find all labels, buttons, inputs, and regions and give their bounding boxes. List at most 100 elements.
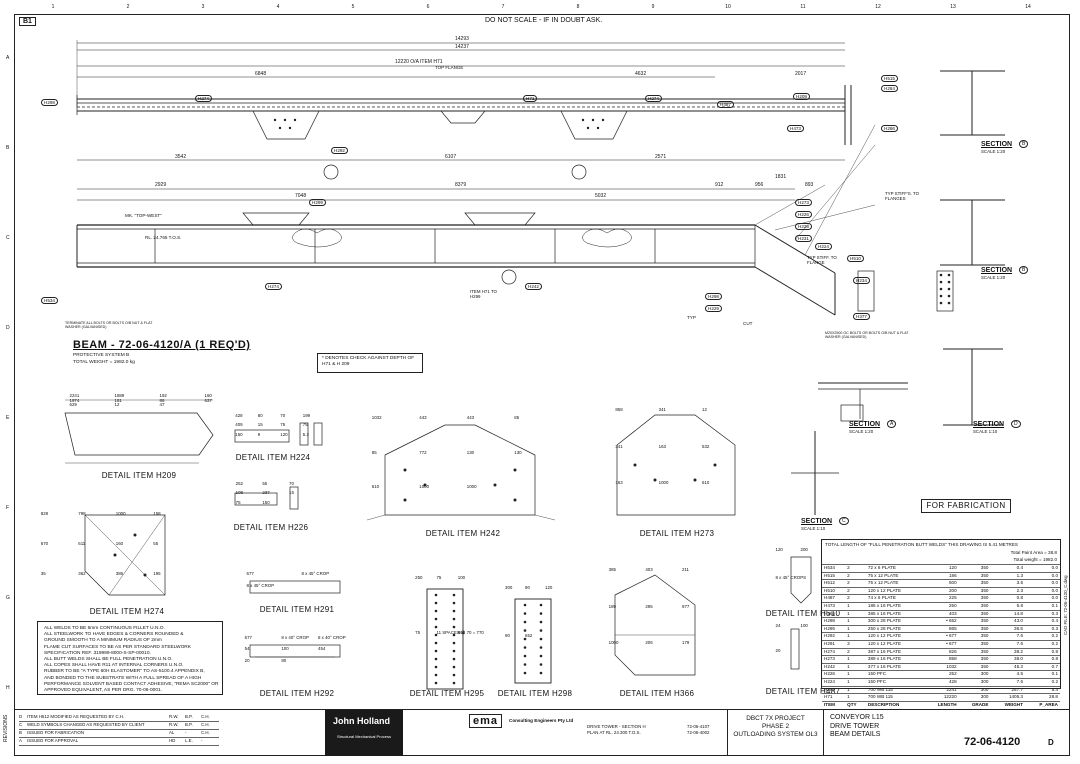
drawing-linework	[64, 40, 1005, 690]
material-cell: 0.2	[1025, 632, 1060, 641]
project-line: OUTLOADING SYSTEM OL3	[733, 731, 818, 738]
material-cell: 5.8	[990, 601, 1025, 611]
dimension-label: 637	[204, 397, 212, 403]
bolt-hole	[523, 603, 527, 607]
dimension-label: 75	[302, 422, 308, 428]
bolt-hole	[939, 280, 943, 284]
material-cell: 186 x 16 PLATE	[865, 601, 924, 611]
material-cell: H366	[822, 609, 846, 618]
bolt-hole	[523, 620, 527, 624]
cut-label: CUT	[743, 321, 753, 326]
revision-cell: B.P.	[185, 722, 193, 727]
material-cell: 300	[958, 685, 991, 694]
section-c-marker: C	[839, 517, 849, 525]
bolt-hole	[523, 612, 527, 615]
bolt-hole	[452, 649, 456, 653]
revision-cell: WELD SYMBOLS CHANGED AS REQUESTED BY CLI…	[27, 722, 145, 727]
material-cell: 1032	[923, 662, 959, 671]
dimension-label: 160	[115, 541, 124, 546]
drawing-title-line: DRIVE TOWER	[830, 722, 880, 730]
material-cell: 0.8	[1025, 655, 1060, 664]
row-letter: B	[6, 145, 10, 151]
bolt-hole	[452, 641, 456, 645]
dimension-label: 130	[514, 449, 522, 455]
material-cell: 700 WB 115	[865, 693, 924, 702]
column-number: 6	[426, 4, 430, 10]
dimension-label: 8 x 45° CROP	[246, 583, 275, 588]
bolt-hole	[523, 646, 527, 649]
material-cell: H226	[822, 670, 846, 679]
dimension-label: 211	[682, 567, 689, 572]
detail-h226-title: DETAIL ITEM H226	[233, 523, 309, 532]
drawing-title-block: CONVEYOR L15 DRIVE TOWER BEAM DETAILS 72…	[823, 710, 1069, 756]
dimension-label: 12	[114, 402, 120, 408]
dimension-label: 120	[280, 431, 288, 437]
material-cell: 0.0	[1025, 579, 1060, 588]
dimension-label: 428	[235, 413, 243, 418]
dimension-label: 610	[371, 484, 380, 490]
material-cell: 350	[958, 639, 991, 649]
dimension-label: 409	[235, 422, 243, 428]
material-cell: 0.4	[990, 564, 1025, 573]
dimension-label: 158	[153, 511, 161, 516]
material-cell: 2241	[923, 685, 959, 694]
dimension-label: 1000	[115, 511, 126, 516]
material-cell: 0.3	[1025, 624, 1060, 633]
note-line: ALL COPES SHALL HAVE R11 AT INTERNAL COR…	[44, 663, 184, 669]
dimension-label: 629	[69, 402, 77, 408]
material-cell: 2	[845, 647, 866, 656]
bolt-hole	[939, 273, 943, 277]
revision-cell: C.H.	[201, 722, 210, 727]
dimension-label: 24	[775, 623, 781, 628]
dimension-label: 199	[302, 413, 311, 418]
dimension-label: 8 x 45° CROPS	[775, 575, 807, 580]
note-line: PERFORMANCE SOLVENT BASED CONTACT ADHESI…	[44, 681, 219, 687]
dimension-label: 70	[280, 413, 286, 418]
material-cell: 38.0	[990, 655, 1025, 664]
dimension-label: 100	[457, 575, 466, 580]
note-line: ALL BUTT WELDS SHALL BE FULL PENETRATION…	[44, 657, 173, 663]
material-cell: H242	[822, 662, 846, 671]
dimension-label: 54	[244, 646, 250, 652]
material-cell: 1	[845, 609, 866, 618]
dimension-label: 454	[318, 646, 326, 652]
consultant-logo: ema Consulting Engineers Pty Ltd	[465, 712, 575, 752]
dim-overall-2: 14237	[455, 44, 469, 50]
bolt-hole	[539, 629, 543, 632]
material-cell: 428	[923, 677, 959, 686]
material-column-header: QTY	[845, 700, 866, 709]
detail-h510-title: DETAIL ITEM H510	[765, 609, 841, 618]
material-cell: 0.0	[1025, 564, 1060, 573]
dim-5032: 5032	[595, 193, 607, 199]
material-cell: 200	[923, 586, 959, 595]
section-b-title: SECTION	[981, 141, 1013, 148]
bolt-hole	[539, 612, 543, 615]
bolt-hole	[939, 301, 943, 305]
material-cell: 0.8	[1025, 647, 1060, 656]
callout: H487	[717, 101, 734, 108]
material-cell: 389 x 16 PLATE	[865, 655, 924, 664]
dimension-label: 120	[545, 585, 553, 590]
material-cell: 150 PFC	[865, 670, 924, 679]
material-cell: 1	[845, 655, 866, 664]
callout: H231	[795, 235, 812, 242]
bolt-hole	[452, 665, 456, 669]
typ-label: TYP	[687, 315, 696, 320]
rl-level: RL. 24.765 T.O.S.	[145, 235, 182, 240]
note-line: ALL WELDS TO BE 6mm CONTINUOUS FILLET U.…	[44, 626, 165, 631]
contractor-logo: John Holland Structural Mechanical Proce…	[325, 710, 403, 756]
revision-cell: C	[19, 722, 23, 727]
callout: H286	[881, 125, 898, 132]
row-letter: H	[6, 685, 10, 691]
bolt-hole	[434, 633, 438, 637]
dimension-label: 403	[645, 567, 653, 572]
callout: H377	[853, 313, 870, 320]
